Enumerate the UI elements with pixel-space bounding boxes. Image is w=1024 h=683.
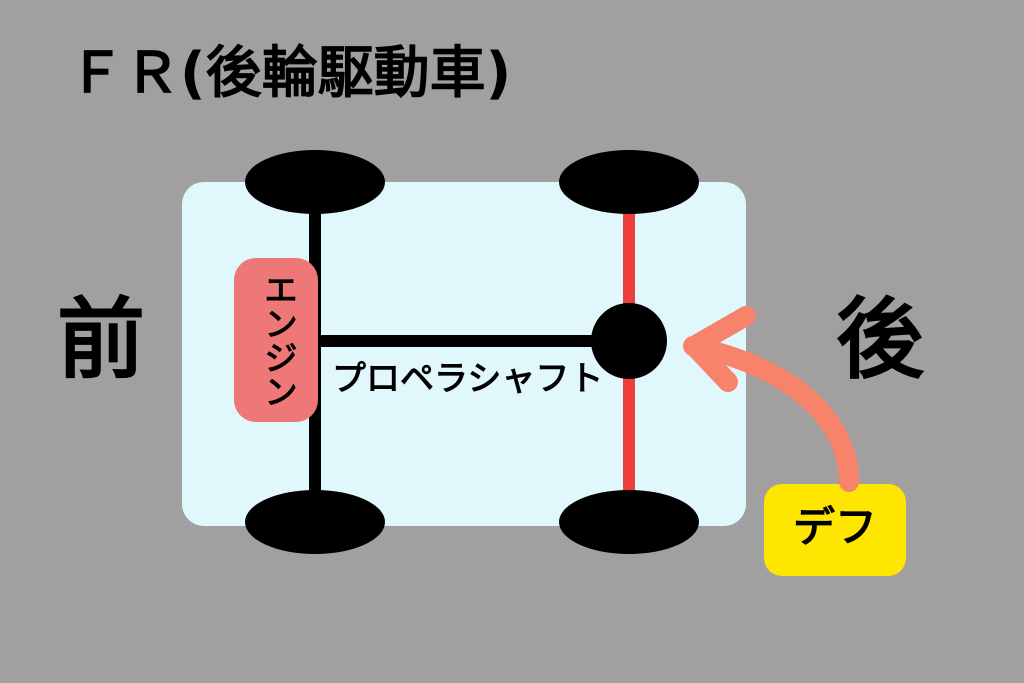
engine-badge — [234, 258, 318, 422]
arrow-head-icon — [684, 306, 756, 392]
curved-arrow-icon — [683, 336, 859, 492]
front-label: 前 — [57, 288, 145, 391]
propeller-shaft-label: プロペラシャフト — [332, 359, 603, 399]
wheel-icon — [245, 490, 385, 554]
wheel-icon — [245, 150, 385, 214]
differential-icon — [591, 303, 667, 379]
diagram-title: ＦＲ(後輪駆動車) — [68, 41, 511, 106]
wheel-icon — [559, 490, 699, 554]
engine-label: エンジン — [258, 272, 298, 408]
differential-label: デフ — [793, 503, 877, 552]
differential-badge — [764, 484, 906, 576]
rear-label: 後 — [836, 288, 925, 391]
wheel-icon — [559, 150, 699, 214]
chassis-body — [182, 182, 746, 526]
